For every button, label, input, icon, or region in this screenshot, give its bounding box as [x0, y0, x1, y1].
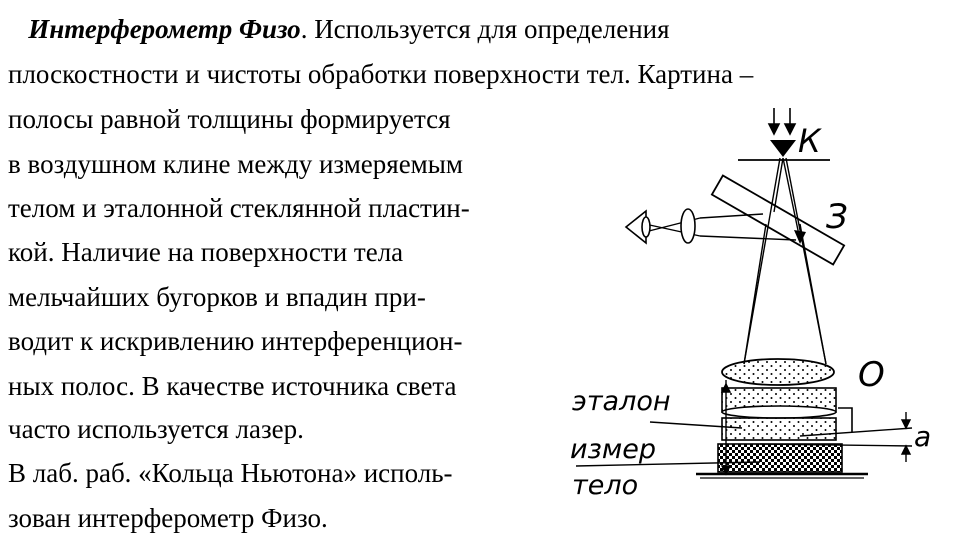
source-arrows: [767, 108, 797, 136]
text-line-10: часто используется лазер.: [8, 414, 304, 444]
source-icon: [770, 140, 796, 157]
text-line-2: плоскостности и чистоты обработки поверх…: [8, 59, 754, 89]
text-line-11: В лаб. раб. «Кольца Ньютона» исполь-: [8, 458, 453, 488]
text-line-1-rest: . Используется для определения: [300, 14, 670, 44]
label-reference: эталон: [572, 386, 671, 417]
label-lens: О: [858, 355, 885, 395]
text-line-7: мельчайших бугорков и впадин при-: [8, 282, 426, 312]
objective-lens: [721, 358, 835, 386]
eye-icon: [624, 209, 651, 245]
label-measured-line1: измер: [570, 434, 656, 465]
reference-flat: [721, 387, 837, 441]
measured-body: [717, 443, 843, 473]
term-fizeau: Интерферометр Физо: [28, 14, 301, 44]
beam-splitter: [710, 174, 846, 266]
text-line-6: кой. Наличие на поверхности тела: [8, 237, 404, 267]
text-line-1: Интерферометр Физо. Используется для опр…: [8, 14, 670, 44]
text-line-9: ных полос. В качестве источника света: [8, 371, 457, 401]
air-wedge: [759, 427, 913, 447]
light-rays: [644, 157, 827, 365]
label-measured-line2: тело: [572, 470, 638, 501]
text-line-8: водит к искривлению интерференцион-: [8, 326, 463, 356]
text-line-5: телом и эталонной стеклянной пластин-: [8, 193, 470, 223]
label-source: К: [798, 122, 822, 160]
label-mirror: З: [826, 197, 848, 237]
text-line-12: зован интерферометр Физо.: [8, 503, 328, 533]
dimension-arrows: [720, 380, 912, 476]
text-line-4: в воздушном клине между измеряемым: [8, 149, 463, 179]
leader-lines: [575, 421, 761, 467]
holder: [838, 407, 853, 432]
eyepiece-lens: [680, 208, 696, 244]
text-line-3: полосы равной толщины формируется: [8, 104, 451, 134]
ray-arrow: [794, 230, 806, 244]
label-gap: а: [914, 420, 931, 453]
